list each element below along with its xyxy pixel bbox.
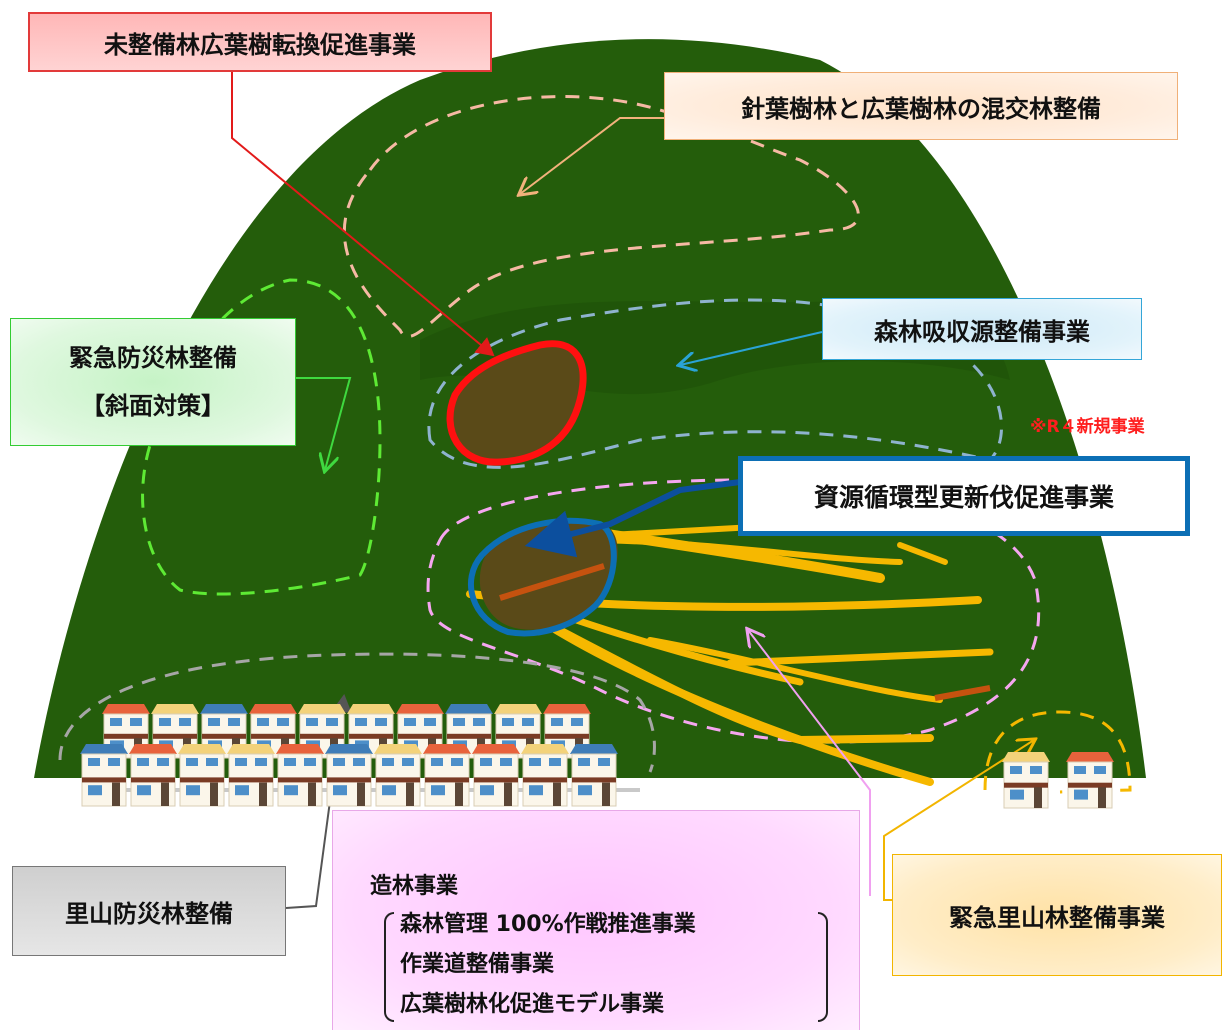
house-icon — [227, 744, 275, 807]
pointer-blue — [680, 331, 823, 365]
afforestation-item: 作業道整備事業 — [400, 952, 555, 977]
emergency-disaster-forest-title: 緊急防災林整備 — [69, 344, 237, 372]
pointer-darkblue — [524, 479, 741, 558]
house-icon — [521, 744, 569, 807]
pointer-pink — [748, 630, 871, 896]
mixed-forest-label: 針葉樹林と広葉樹林の混交林整備 — [664, 72, 1178, 140]
house-icon — [1066, 752, 1114, 809]
emergency-satoyama-label: 緊急里山林整備事業 — [892, 854, 1222, 976]
zone-satoyama — [58, 652, 656, 773]
afforestation-title: 造林事業 — [370, 874, 459, 899]
afforestation-item: 広葉樹林化促進モデル事業 — [400, 992, 665, 1017]
mountain — [34, 39, 1146, 778]
satoyama-disaster-forest-label: 里山防災林整備 — [12, 866, 286, 956]
house-icon — [80, 744, 128, 807]
afforestation-box — [332, 810, 860, 1030]
new-project-note: ※R４新規事業 — [1030, 416, 1145, 437]
pointer-yellow — [883, 740, 1034, 901]
house-icon — [178, 744, 226, 807]
houses — [80, 704, 1114, 809]
house-icon — [570, 744, 618, 807]
house-icon — [472, 744, 520, 807]
afforestation-item: 森林管理 100%作戦推進事業 — [400, 912, 696, 937]
resource-cycle-label: 資源循環型更新伐促進事業 — [738, 456, 1190, 536]
carbon-sink-label: 森林吸収源整備事業 — [822, 298, 1142, 360]
house-icon — [325, 744, 373, 807]
house-icon — [276, 744, 324, 807]
brace-right — [818, 912, 828, 1022]
pointer-red — [231, 72, 495, 357]
slope-measures-subtitle: 【斜面対策】 — [81, 392, 225, 420]
emergency-disaster-forest-label: 緊急防災林整備 【斜面対策】 — [10, 318, 296, 446]
house-icon — [374, 744, 422, 807]
zone-conifer-broadleaf — [342, 95, 860, 338]
brace-left — [384, 912, 394, 1022]
zone-zourin — [426, 478, 1041, 744]
house-icon — [129, 744, 177, 807]
renewal-cut-area — [479, 518, 618, 630]
unmanaged-forest-area — [446, 340, 587, 466]
pointer-green — [296, 377, 352, 470]
house-icon — [1002, 752, 1050, 809]
pointer-orange — [520, 117, 664, 194]
zone-absorption — [427, 298, 1003, 469]
zone-slope — [141, 278, 382, 596]
house-icon — [423, 744, 471, 807]
unmanaged-forest-conversion-label: 未整備林広葉樹転換促進事業 — [28, 12, 492, 72]
zone-urgent-satoyama — [983, 710, 1132, 794]
